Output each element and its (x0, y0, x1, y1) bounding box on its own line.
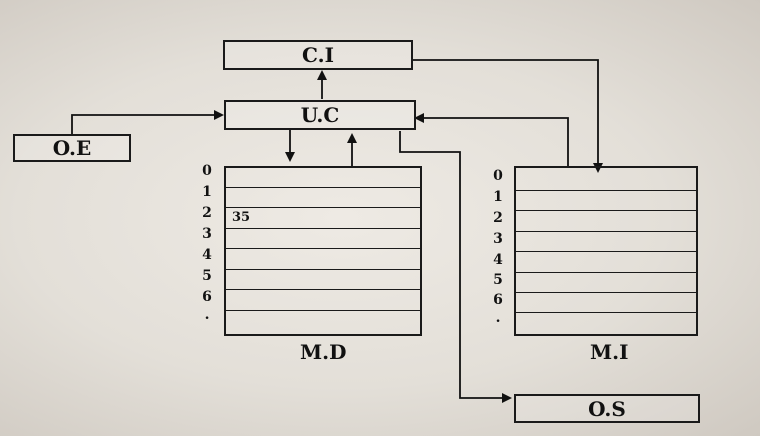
arrow-mi-to-uc (414, 113, 569, 166)
os-box: O.S (514, 394, 700, 423)
uc-box: U.C (224, 100, 416, 130)
md-row (226, 229, 420, 249)
mi-row-number: 6 (493, 292, 503, 308)
mi-row (516, 191, 696, 211)
mi-row-number: 4 (493, 252, 503, 268)
md-row-number: 2 (202, 205, 212, 221)
md-title: M.D (300, 340, 347, 364)
os-label: O.S (588, 396, 626, 421)
md-row (226, 208, 420, 229)
arrow-oe-to-uc (71, 110, 224, 134)
md-row-number: 5 (202, 268, 212, 284)
mi-row (516, 252, 696, 273)
md-memory-table: 35 (224, 166, 422, 336)
mi-row-number: 5 (493, 272, 503, 288)
arrow-ci-to-mi (413, 59, 603, 173)
md-row (226, 249, 420, 270)
mi-row-number: 0 (493, 168, 503, 184)
mi-row (516, 232, 696, 252)
md-row (226, 188, 420, 208)
mi-row-number: 3 (493, 231, 503, 247)
md-row (226, 290, 420, 311)
md-row (226, 270, 420, 290)
md-row-number: . (204, 307, 210, 323)
mi-row-number: 2 (493, 210, 503, 226)
mi-row (516, 293, 696, 313)
ci-box: C.I (223, 40, 413, 70)
mi-memory-table (514, 166, 698, 336)
mi-row (516, 168, 696, 191)
oe-box: O.E (13, 134, 131, 162)
md-row-number: 3 (202, 226, 212, 242)
oe-label: O.E (52, 136, 92, 160)
md-row (226, 168, 420, 188)
md-cell-value: 35 (232, 210, 251, 225)
mi-row-number: 1 (493, 189, 503, 205)
mi-row-number: . (495, 310, 501, 326)
md-row-number: 4 (202, 247, 212, 263)
md-row-number: 0 (202, 163, 212, 179)
mi-row (516, 211, 696, 232)
md-row-number: 6 (202, 289, 212, 305)
md-row-number: 1 (202, 184, 212, 200)
mi-row (516, 273, 696, 293)
ci-label: C.I (302, 43, 334, 67)
arrow-uc-to-os (399, 131, 512, 403)
mi-title: M.I (590, 340, 629, 364)
uc-label: U.C (300, 103, 340, 127)
